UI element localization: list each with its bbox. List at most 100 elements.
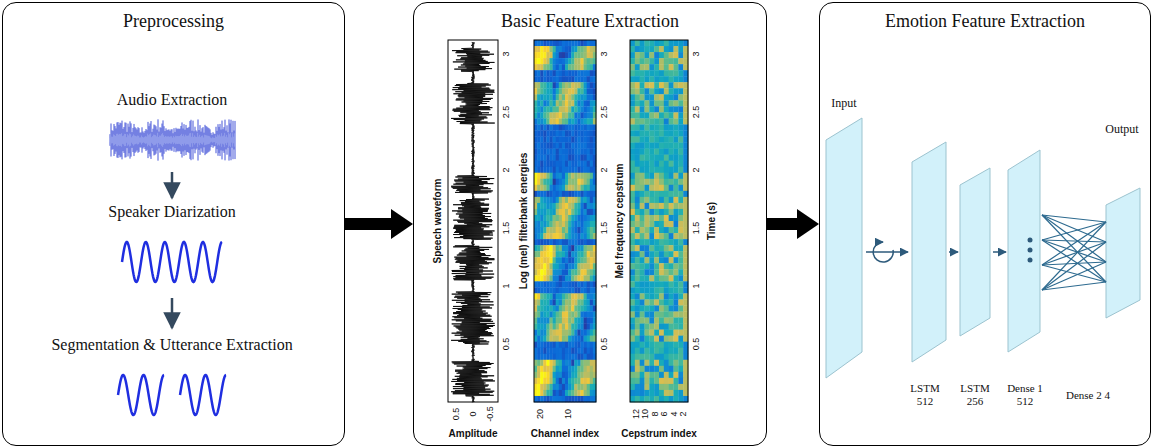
heat-cell <box>581 106 584 112</box>
heat-cell <box>540 348 543 354</box>
heat-cell <box>584 155 587 161</box>
heat-cell <box>630 197 635 203</box>
heat-cell <box>678 149 683 155</box>
heat-cell <box>562 293 565 299</box>
heat-cell <box>562 191 565 197</box>
heat-cell <box>568 191 571 197</box>
heat-cell <box>581 203 584 209</box>
heat-cell <box>534 245 537 251</box>
heat-cell <box>659 275 664 281</box>
heat-cell <box>556 233 559 239</box>
heat-cell <box>559 100 562 106</box>
heat-cell <box>584 40 587 46</box>
heat-cell <box>534 239 537 245</box>
heat-cell <box>577 360 580 366</box>
heat-cell <box>537 390 540 396</box>
heat-cell <box>565 245 568 251</box>
heat-cell <box>649 94 654 100</box>
heat-cell <box>543 52 546 58</box>
waveform-stroke <box>118 134 119 147</box>
heat-cell <box>571 185 574 191</box>
waveform-stroke <box>187 128 188 152</box>
heat-cell <box>574 94 577 100</box>
heat-cell <box>534 112 537 118</box>
heat-cell <box>577 52 580 58</box>
heat-cell <box>534 233 537 239</box>
heat-cell <box>581 360 584 366</box>
heat-cell <box>553 40 556 46</box>
heat-cell <box>635 106 640 112</box>
heat-cell <box>678 263 683 269</box>
heat-cell <box>571 149 574 155</box>
heat-cell <box>590 197 593 203</box>
heat-cell <box>654 149 659 155</box>
heat-cell <box>635 137 640 143</box>
heat-cell <box>590 58 593 64</box>
heat-cell <box>537 324 540 330</box>
heat-cell <box>674 76 679 82</box>
waveform-stroke <box>114 124 115 156</box>
heat-cell <box>568 348 571 354</box>
heat-cell <box>556 118 559 124</box>
heat-cell <box>568 52 571 58</box>
heat-cell <box>584 82 587 88</box>
heat-cell <box>537 143 540 149</box>
heat-cell <box>565 197 568 203</box>
heat-cell <box>678 281 683 287</box>
heat-cell <box>577 40 580 46</box>
heat-cell <box>559 70 562 76</box>
heat-cell <box>534 191 537 197</box>
heat-cell <box>640 251 645 257</box>
heat-cell <box>568 173 571 179</box>
heat-cell <box>635 305 640 311</box>
heat-cell <box>635 293 640 299</box>
waveform-stroke <box>235 121 236 159</box>
heat-cell <box>537 257 540 263</box>
heat-cell <box>645 106 650 112</box>
heat-cell <box>550 82 553 88</box>
heat-cell <box>565 137 568 143</box>
heat-cell <box>678 112 683 118</box>
heat-cell <box>562 257 565 263</box>
heat-cell <box>559 251 562 257</box>
heat-cell <box>553 342 556 348</box>
waveform-stroke <box>124 127 125 153</box>
heat-cell <box>537 354 540 360</box>
heat-cell <box>562 281 565 287</box>
heat-cell <box>553 227 556 233</box>
heat-cell <box>645 100 650 106</box>
heat-cell <box>664 227 669 233</box>
heat-cell <box>550 76 553 82</box>
heat-cell <box>571 354 574 360</box>
waveform-stroke <box>121 134 122 146</box>
heat-cell <box>577 46 580 52</box>
heat-cell <box>565 293 568 299</box>
heat-cell <box>659 215 664 221</box>
heat-cell <box>537 197 540 203</box>
heat-cell <box>587 227 590 233</box>
heat-cell <box>537 155 540 161</box>
heat-cell <box>590 40 593 46</box>
waveform-stroke <box>171 129 172 150</box>
heat-cell <box>568 197 571 203</box>
heat-cell <box>664 173 669 179</box>
heat-cell <box>587 197 590 203</box>
heat-cell <box>649 275 654 281</box>
heat-cell <box>640 64 645 70</box>
heat-cell <box>553 149 556 155</box>
heat-cell <box>640 143 645 149</box>
heat-cell <box>550 354 553 360</box>
heat-cell <box>630 94 635 100</box>
heat-cell <box>556 348 559 354</box>
waveform-stroke <box>144 138 145 143</box>
heat-cell <box>540 378 543 384</box>
heat-cell <box>553 143 556 149</box>
heat-cell <box>664 233 669 239</box>
heat-cell <box>543 257 546 263</box>
heat-cell <box>559 330 562 336</box>
heat-cell <box>587 366 590 372</box>
heat-cell <box>640 245 645 251</box>
heat-cell <box>577 76 580 82</box>
heat-cell <box>543 318 546 324</box>
heat-cell <box>568 137 571 143</box>
